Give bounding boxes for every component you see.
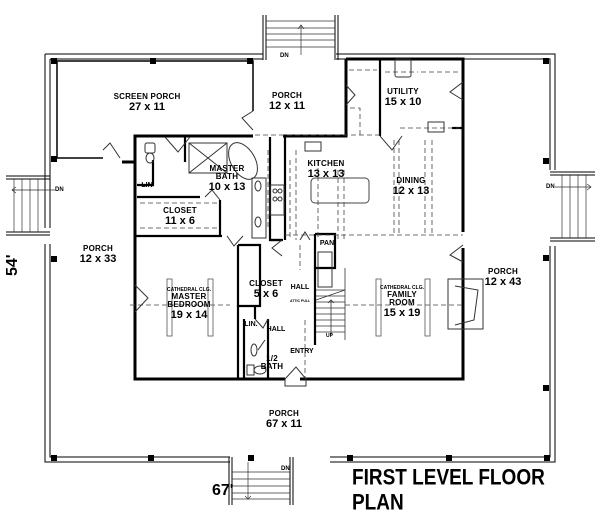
- room-name-line2: BATH: [215, 172, 239, 181]
- room-dims: 13 x 13: [307, 168, 345, 180]
- label-entry: ENTRY: [290, 348, 314, 355]
- room-dims: 15 x 10: [384, 96, 422, 108]
- room-master-bath: MASTER BATH 10 x 13: [209, 165, 246, 193]
- room-dims: 15 x 19: [383, 307, 421, 319]
- room-dims: 12 x 11: [268, 100, 306, 112]
- room-name: PORCH: [269, 409, 299, 418]
- plan-title: FIRST LEVEL FLOOR PLAN: [352, 466, 545, 516]
- stair-bottom-dn: DN: [281, 466, 290, 472]
- room-name-line1: MASTER: [209, 164, 245, 173]
- room-name-line2: ROOM: [389, 298, 415, 307]
- label-hall-upper: HALL: [290, 284, 310, 291]
- room-half-bath: 1/2 BATH: [261, 355, 283, 371]
- room-utility: UTILITY 15 x 10: [385, 88, 422, 108]
- room-dims: 11 x 6: [165, 215, 195, 227]
- room-kitchen: KITCHEN 13 x 13: [308, 160, 345, 180]
- dimension-depth: 54': [4, 254, 21, 276]
- stair-treads: [11, 20, 592, 500]
- dimension-width: 67': [212, 482, 234, 499]
- room-screen-porch: SCREEN PORCH 27 x 11: [114, 93, 181, 113]
- room-name-line2: BEDROOM: [167, 300, 211, 309]
- room-closet-large: CLOSET 11 x 6: [163, 207, 197, 227]
- interior-stair: [315, 268, 346, 340]
- room-name: SCREEN PORCH: [113, 92, 181, 101]
- fixtures: [144, 58, 445, 376]
- room-porch-bottom: PORCH 67 x 11: [266, 410, 302, 430]
- room-name: CLOSET: [163, 206, 197, 215]
- room-closet-small: CLOSET 5 x 6: [249, 280, 283, 300]
- room-name: PORCH: [488, 267, 518, 276]
- room-porch-top: PORCH 12 x 11: [269, 92, 305, 112]
- kitchen-island: [310, 177, 370, 204]
- ceiling-note: CATHEDRAL CLG.: [380, 285, 424, 291]
- room-porch-left: PORCH 12 x 33: [80, 245, 117, 265]
- room-dims: 67 x 11: [265, 418, 303, 430]
- room-name-line1: 1/2: [266, 354, 278, 363]
- label-stairs-up: UP: [326, 333, 333, 339]
- label-linen-lower: LIN.: [244, 321, 258, 328]
- ceiling-note: CATHEDRAL CLG.: [167, 287, 211, 293]
- label-hall-lower: HALL: [266, 326, 286, 333]
- room-name: UTILITY: [387, 87, 419, 96]
- room-name-line1: FAMILY: [387, 290, 417, 299]
- label-attic: ATTIC PULL: [290, 299, 311, 303]
- ceiling-beams: [166, 278, 431, 337]
- interior-walls: [136, 59, 463, 379]
- label-pantry: PAN.: [319, 240, 337, 247]
- room-name: DINING: [396, 176, 426, 185]
- room-dims: 10 x 13: [208, 181, 246, 193]
- room-name-line2: BATH: [260, 362, 284, 371]
- room-name-line1: MASTER: [171, 292, 207, 301]
- room-dims: 12 x 33: [79, 253, 117, 265]
- stair-left-dn: DN: [55, 187, 64, 193]
- room-porch-right: PORCH 12 x 43: [485, 268, 522, 288]
- stair-right-dn: DN: [546, 184, 555, 190]
- room-name: CLOSET: [249, 279, 283, 288]
- fireplace: [447, 278, 484, 330]
- doors: [102, 81, 464, 387]
- room-dims: 12 x 13: [392, 185, 430, 197]
- room-name: KITCHEN: [307, 159, 345, 168]
- room-dims: 19 x 14: [170, 309, 208, 321]
- room-name: PORCH: [83, 244, 113, 253]
- room-dims: 5 x 6: [253, 288, 279, 300]
- room-master-bedroom: CATHEDRAL CLG. MASTER BEDROOM 19 x 14: [167, 288, 211, 321]
- room-dims: 12 x 43: [484, 276, 522, 288]
- stair-top-dn: DN: [280, 53, 289, 59]
- porch-posts: [51, 58, 550, 461]
- room-dims: 27 x 11: [128, 101, 166, 113]
- room-dining: DINING 12 x 13: [393, 177, 430, 197]
- room-family-room: CATHEDRAL CLG. FAMILY ROOM 15 x 19: [380, 286, 424, 319]
- room-name: PORCH: [272, 91, 302, 100]
- screen-wall: [56, 60, 254, 159]
- label-linen-upper: LIN: [141, 182, 153, 189]
